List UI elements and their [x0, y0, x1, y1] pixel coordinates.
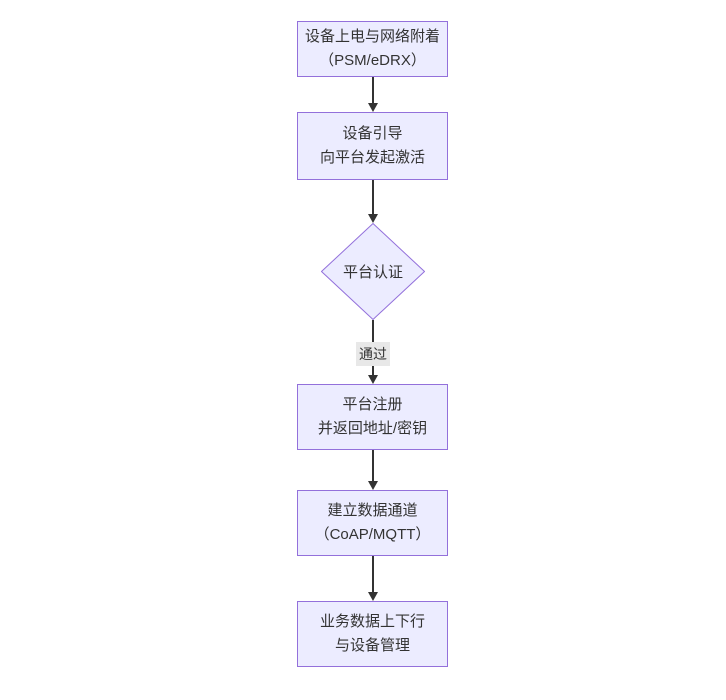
- arrowhead-down-icon: [368, 481, 378, 490]
- decision-diamond-shape: [321, 223, 425, 320]
- node-label-line: （PSM/eDRX）: [319, 52, 426, 69]
- edge-line: [372, 450, 374, 481]
- arrowhead-down-icon: [368, 103, 378, 112]
- decision-platform-auth: 平台认证: [321, 223, 425, 320]
- node-label-line: 与设备管理: [334, 637, 410, 654]
- node-label-line: 建立数据通道: [327, 502, 418, 519]
- edge-d-e: [368, 450, 378, 490]
- edge-a-b: [368, 77, 378, 112]
- node-label-line: 设备上电与网络附着: [304, 28, 440, 45]
- node-label-line: 并返回地址/密钥: [317, 420, 428, 437]
- node-label-line: （CoAP/MQTT）: [314, 526, 431, 543]
- node-business-data-mgmt: 业务数据上下行 与设备管理: [297, 601, 448, 667]
- node-label-line: 向平台发起激活: [319, 149, 425, 166]
- node-label-line: 业务数据上下行: [319, 613, 425, 630]
- arrowhead-down-icon: [368, 592, 378, 601]
- edge-line: [372, 77, 374, 103]
- node-power-network-attach: 设备上电与网络附着 （PSM/eDRX）: [297, 21, 448, 77]
- arrowhead-down-icon: [368, 214, 378, 223]
- arrowhead-down-icon: [368, 375, 378, 384]
- node-label-line: 平台注册: [342, 396, 403, 413]
- edge-b-c: [368, 180, 378, 223]
- node-device-bootstrap: 设备引导 向平台发起激活: [297, 112, 448, 180]
- edge-label-pass: 通过: [356, 342, 390, 366]
- node-platform-register: 平台注册 并返回地址/密钥: [297, 384, 448, 450]
- edge-e-f: [368, 556, 378, 601]
- edge-line: [372, 180, 374, 214]
- node-label-line: 设备引导: [342, 125, 403, 142]
- node-label-line: 平台认证: [342, 264, 403, 281]
- node-data-channel: 建立数据通道 （CoAP/MQTT）: [297, 490, 448, 556]
- edge-line: [372, 556, 374, 592]
